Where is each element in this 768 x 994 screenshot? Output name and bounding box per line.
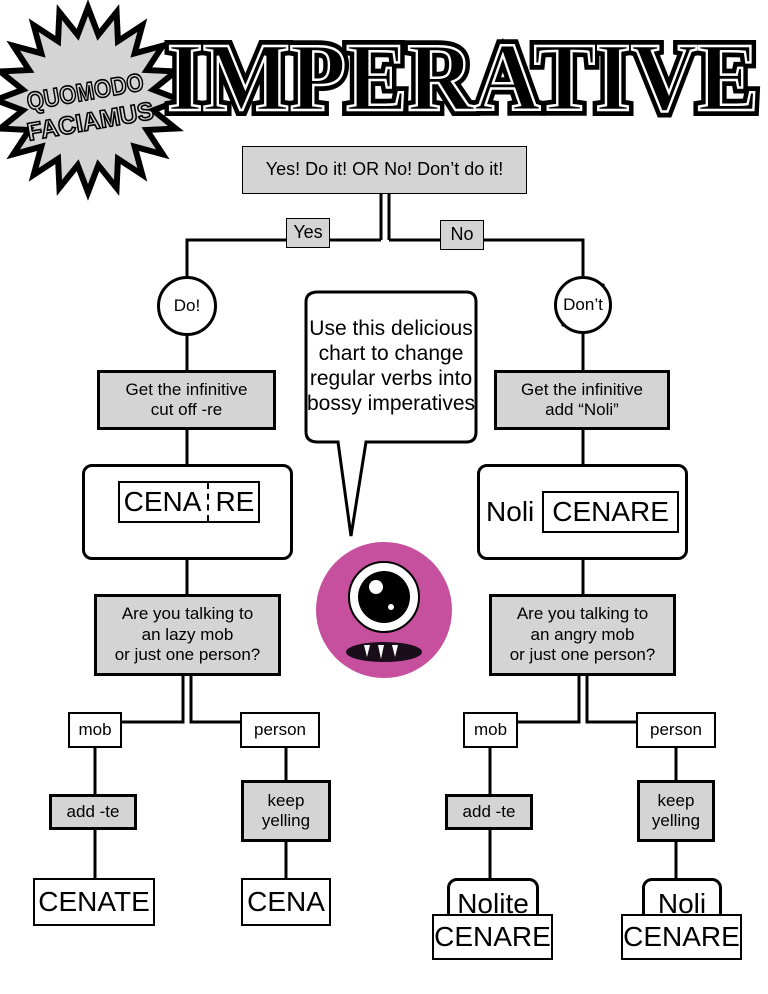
right-mob-label: mob — [463, 712, 518, 748]
result-cenate-text: CENATE — [38, 886, 150, 918]
left-add-te: add -te — [49, 794, 137, 830]
svg-text:IMPERATIVE: IMPERATIVE — [167, 24, 759, 132]
bubble-line4: bossy imperatives — [306, 391, 476, 415]
example-cenare-cut: CENA RE — [82, 464, 293, 560]
step-cut-off-re: Get the infinitive cut off -re — [97, 370, 276, 430]
angry-q-line2: an angry mob — [530, 624, 635, 644]
do-circle: Do! — [157, 276, 217, 336]
result-noli-cenare-text: CENARE — [623, 921, 740, 953]
right-add-te: add -te — [445, 794, 533, 830]
no-branch-label: No — [440, 220, 484, 250]
result-nolite-cenare-text: CENARE — [434, 921, 551, 953]
right-person-text: person — [650, 719, 702, 739]
result-cena-text: CENA — [247, 886, 325, 918]
bubble-line3: regular verbs into — [309, 367, 473, 390]
result-nolite-text: Nolite — [457, 888, 529, 919]
question-angry-mob: Are you talking to an angry mob or just … — [489, 594, 676, 676]
bubble-line2: chart to change — [318, 342, 464, 366]
result-nolite-cenare: CENARE — [432, 914, 553, 960]
bubble-line1: Use this delicious — [309, 317, 473, 341]
question-lazy-mob: Are you talking to an lazy mob or just o… — [94, 594, 281, 676]
starburst-badge — [0, 0, 189, 201]
result-noli-cenare: CENARE — [621, 914, 742, 960]
dont-circle-text: Don’t — [563, 294, 603, 314]
dont-circle: Don’t — [554, 276, 612, 334]
left-person-text: person — [254, 719, 306, 739]
top-question-text: Yes! Do it! OR No! Don’t do it! — [265, 159, 504, 180]
speech-bubble-shape — [304, 290, 478, 537]
lazy-q-line1: Are you talking to — [121, 604, 254, 624]
result-cena: CENA — [241, 878, 331, 926]
yes-label-text: Yes — [293, 222, 323, 243]
cenare-stem: CENA — [123, 486, 202, 518]
left-add-te-text: add -te — [66, 801, 120, 821]
right-add-te-text: add -te — [462, 801, 516, 821]
no-label-text: No — [450, 224, 474, 245]
left-person-label: person — [240, 712, 320, 748]
noli-prefix: Noli — [486, 496, 535, 528]
right-keep-line1: keep — [657, 790, 695, 810]
left-mob-label: mob — [68, 712, 122, 748]
cenare-ending: RE — [215, 486, 255, 518]
right-person-label: person — [636, 712, 716, 748]
left-keep-yelling: keep yelling — [241, 780, 331, 842]
example-noli-cenare: Noli CENARE — [477, 464, 688, 560]
speech-bubble-text: Use this delicious chart to change regul… — [306, 292, 476, 442]
step-noli-line1: Get the infinitive — [521, 379, 643, 399]
lazy-q-line3: or just one person? — [114, 645, 261, 665]
right-keep-line2: yelling — [651, 811, 701, 830]
noli-cenare-word: CENARE — [542, 491, 679, 533]
yes-branch-label: Yes — [286, 218, 330, 248]
top-question-box: Yes! Do it! OR No! Don’t do it! — [242, 146, 527, 194]
cenare-word-box: CENA RE — [118, 481, 260, 523]
angry-q-line3: or just one person? — [509, 645, 656, 665]
step-add-noli: Get the infinitive add “Noli” — [494, 370, 670, 430]
left-keep-line1: keep — [267, 790, 305, 810]
right-mob-text: mob — [473, 719, 508, 739]
monster-icon — [316, 542, 452, 678]
left-mob-text: mob — [78, 719, 112, 739]
result-noli-text: Noli — [657, 888, 707, 919]
title-group: IMPERATIVE IMPERATIVE — [161, 18, 765, 138]
do-circle-text: Do! — [173, 295, 201, 315]
result-cenate: CENATE — [33, 878, 155, 926]
right-keep-yelling: keep yelling — [637, 780, 715, 842]
cut-line — [207, 483, 210, 521]
step-noli-line2: add “Noli” — [545, 400, 619, 419]
angry-q-line1: Are you talking to — [516, 604, 649, 624]
left-keep-line2: yelling — [261, 811, 311, 830]
page-title: IMPERATIVE — [167, 24, 759, 132]
step-cut-line1: Get the infinitive — [125, 379, 248, 399]
lazy-q-line2: an lazy mob — [141, 624, 234, 644]
step-cut-line2: cut off -re — [150, 400, 223, 419]
